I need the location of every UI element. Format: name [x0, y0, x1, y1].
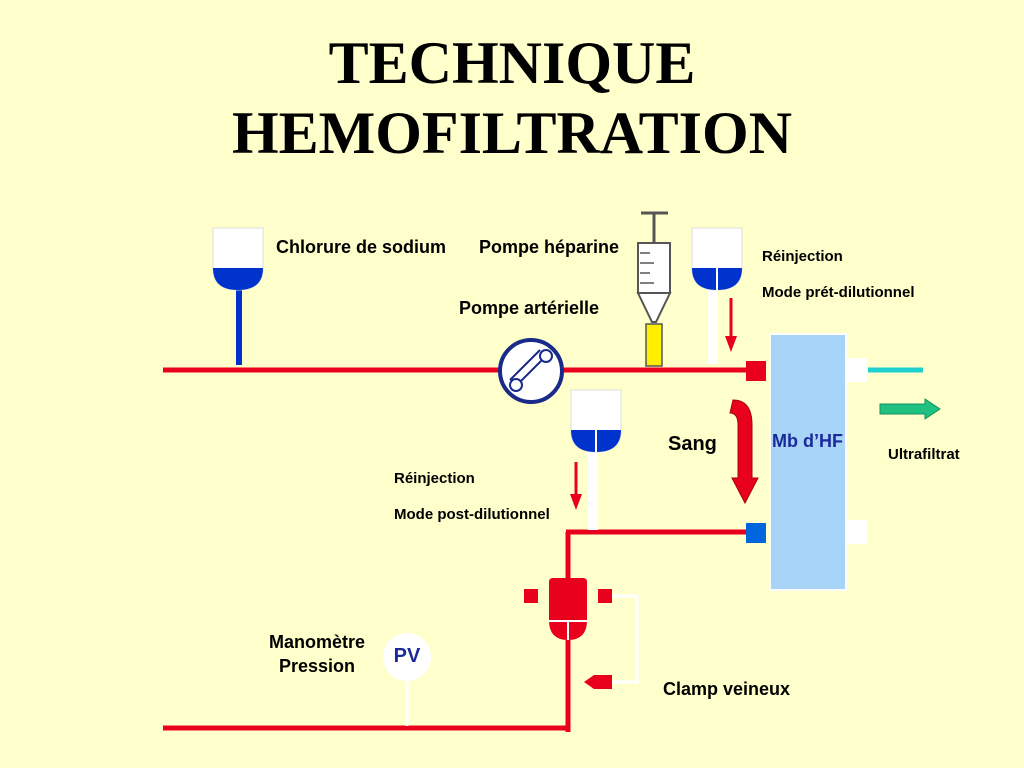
- filtrate-port-top: [845, 358, 867, 382]
- label-ultrafiltrat: Ultrafiltrat: [888, 446, 960, 463]
- label-mode-post: Mode post-dilutionnel: [394, 506, 550, 523]
- venous-clamp-icon: [584, 594, 639, 689]
- ultrafiltrate-arrow-icon: [879, 398, 941, 420]
- label-reinjection-post: Réinjection: [394, 470, 475, 487]
- blood-flow-arrow-icon: [729, 399, 759, 505]
- title-line-2: HEMOFILTRATION: [231, 100, 793, 166]
- label-mode-pre: Mode prét-dilutionnel: [762, 284, 915, 301]
- heparin-syringe-icon: [636, 211, 672, 367]
- label-pompe-arterielle: Pompe artérielle: [459, 298, 600, 318]
- filter-outlet-port: [746, 523, 766, 543]
- filter-inlet-port: [746, 361, 766, 381]
- label-pompe-heparine: Pompe héparine: [479, 237, 620, 257]
- filtrate-port-bottom: [845, 520, 867, 544]
- pressure-gauge-icon: [383, 633, 431, 726]
- arterial-pump-icon: [498, 338, 564, 404]
- venous-chamber-icon: [524, 578, 612, 640]
- label-chlorure: Chlorure de sodium: [276, 237, 447, 257]
- post-dilution-bag: [570, 389, 622, 530]
- label-manometre: Manomètre Pression: [262, 630, 372, 678]
- label-pv: PV: [393, 645, 421, 667]
- page-title: TECHNIQUE HEMOFILTRATION: [0, 28, 1024, 168]
- saline-bag: [212, 227, 264, 365]
- label-manometre-line-1: Manomètre: [268, 632, 366, 652]
- label-sang: Sang: [668, 433, 717, 455]
- label-membrane: Mb d’HF: [772, 431, 843, 451]
- post-dilution-arrow-icon: [570, 462, 582, 510]
- title-line-1: TECHNIQUE: [328, 30, 696, 96]
- pre-dilution-bag: [691, 227, 743, 364]
- label-manometre-line-2: Pression: [278, 656, 356, 676]
- label-reinjection-pre: Réinjection: [762, 248, 843, 265]
- hemofilter-membrane: [769, 333, 847, 591]
- pre-dilution-arrow-icon: [725, 298, 737, 352]
- label-clamp: Clamp veineux: [663, 679, 791, 699]
